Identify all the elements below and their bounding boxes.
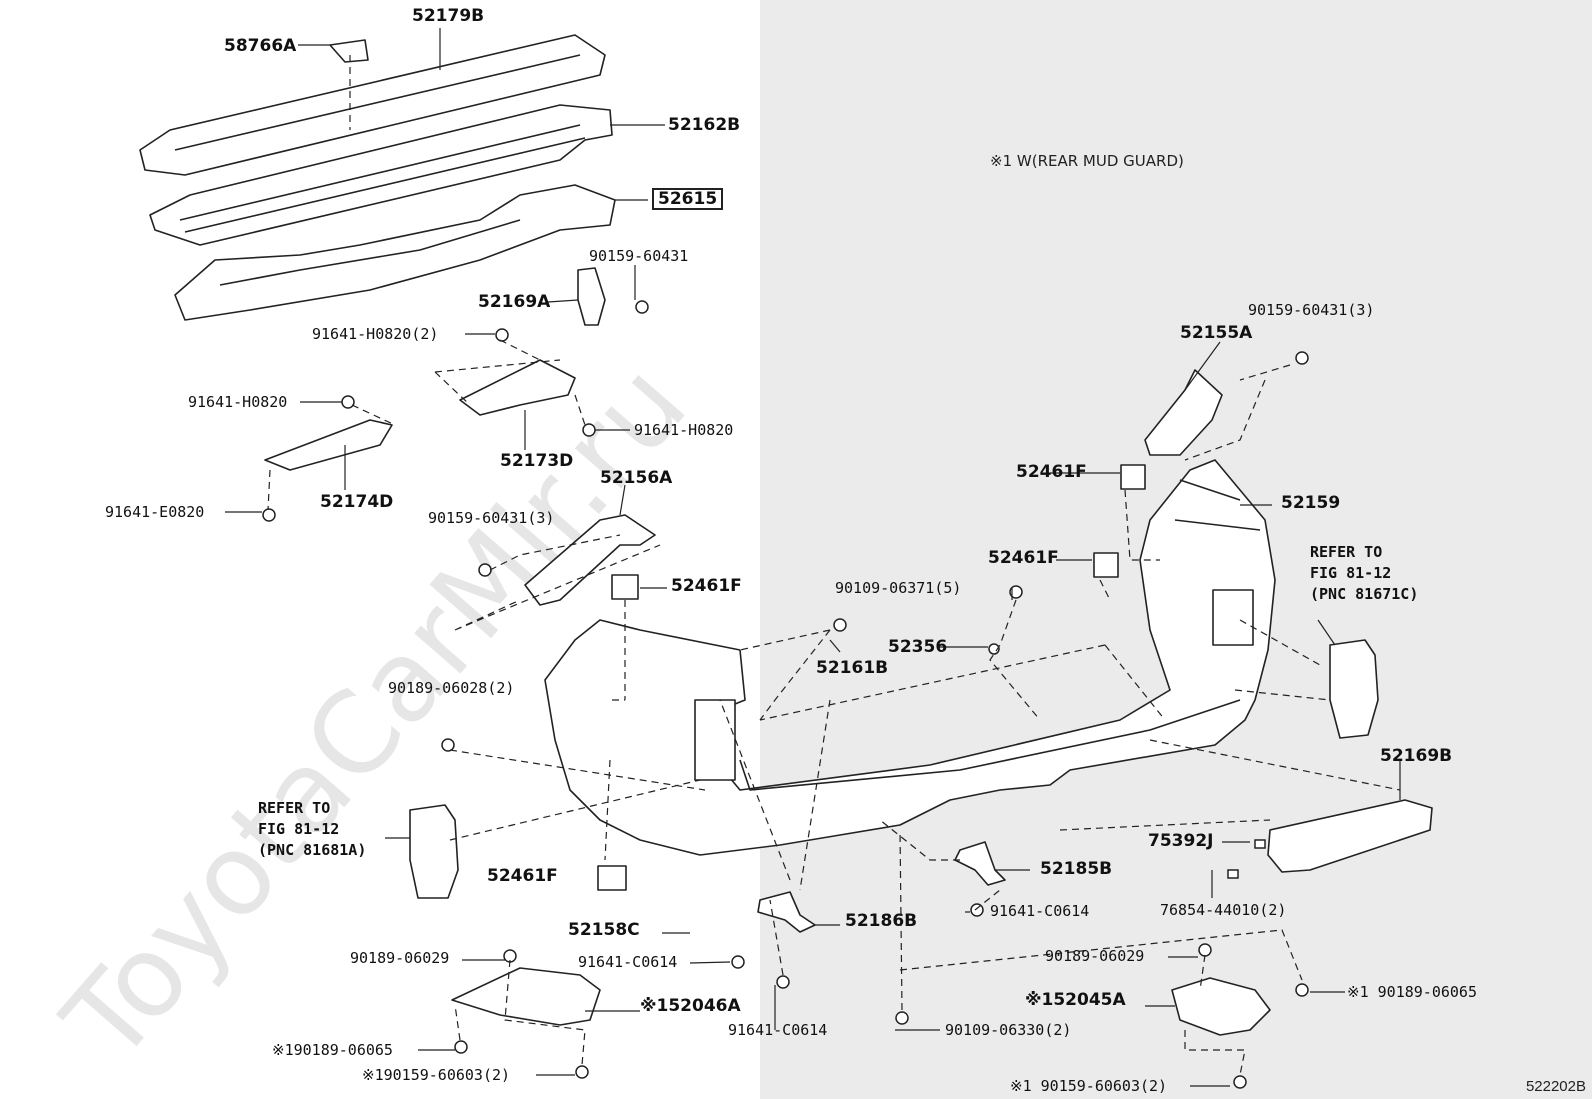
label-52173D[interactable]: 52173D (500, 451, 574, 471)
label-52461F-c[interactable]: 52461F (1016, 462, 1087, 482)
label-90159-60431-3-b[interactable]: 90159-60431(3) (1248, 301, 1375, 319)
label-52045A[interactable]: ※152045A (1025, 990, 1126, 1010)
retainer-52461F-3 (1120, 464, 1146, 490)
label-90189-06065-b[interactable]: ※1 90189-06065 (1347, 983, 1477, 1001)
part-52174D-retainer (264, 419, 393, 471)
retainer-52461F-1 (611, 574, 639, 600)
label-90159-60603-b[interactable]: ※1 90159-60603(2) (1010, 1077, 1168, 1095)
refer-right-line-3: (PNC 81671C) (1310, 585, 1419, 603)
part-52179B-reinforcement (139, 34, 606, 176)
refer-right-line-1: REFER TO (1310, 543, 1383, 561)
mudguard-note: ※1 W(REAR MUD GUARD) (990, 152, 1184, 170)
label-91641-H0820-2[interactable]: 91641-H0820(2) (312, 325, 439, 343)
part-52169B-cover (1267, 799, 1433, 873)
label-91641-H0820-a[interactable]: 91641-H0820 (188, 393, 288, 411)
label-90189-06029-b[interactable]: 90189-06029 (1045, 947, 1145, 965)
part-52162B-absorber (149, 104, 613, 246)
label-52461F-b[interactable]: 52461F (487, 866, 558, 886)
label-52159[interactable]: 52159 (1281, 493, 1341, 513)
part-52159-bumper-cover (544, 459, 1276, 856)
part-52169A-bracket (577, 267, 606, 326)
label-52356[interactable]: 52356 (888, 637, 948, 657)
refer-left-line-1: REFER TO (258, 799, 331, 817)
refer-right[interactable]: REFER TO FIG 81-12 (PNC 81671C) (1310, 542, 1418, 605)
label-90159-60431-3-a[interactable]: 90159-60431(3) (428, 509, 555, 527)
label-75392J[interactable]: 75392J (1148, 831, 1214, 851)
label-90109-06371-5[interactable]: 90109-06371(5) (835, 579, 962, 597)
part-52186B-bracket (757, 891, 816, 933)
label-52186B[interactable]: 52186B (845, 911, 918, 931)
reflector-left (409, 804, 459, 899)
part-52185B-bracket (954, 841, 1006, 886)
label-90189-06028-2[interactable]: 90189-06028(2) (388, 679, 515, 697)
retainer-52461F-4 (1093, 552, 1119, 578)
label-91641-H0820-b[interactable]: 91641-H0820 (634, 421, 734, 439)
label-91641-E0820[interactable]: 91641-E0820 (105, 503, 205, 521)
label-52174D[interactable]: 52174D (320, 492, 394, 512)
figure-number: 522202B (1525, 1078, 1586, 1095)
label-52615-highlighted[interactable]: 52615 (652, 188, 724, 210)
label-76854-44010-2[interactable]: 76854-44010(2) (1160, 901, 1287, 919)
label-90189-06065-a[interactable]: ※190189-06065 (272, 1041, 393, 1059)
refer-right-line-2: FIG 81-12 (1310, 564, 1392, 582)
refer-left[interactable]: REFER TO FIG 81-12 (PNC 81681A) (258, 798, 366, 861)
part-52155A-bracket (1144, 369, 1223, 456)
retainer-52461F-2 (597, 865, 627, 891)
label-52158C[interactable]: 52158C (568, 920, 640, 940)
refer-left-line-2: FIG 81-12 (258, 820, 340, 838)
label-58766A[interactable]: 58766A (224, 36, 297, 56)
label-90159-60603-a[interactable]: ※190159-60603(2) (362, 1066, 511, 1084)
label-52156A[interactable]: 52156A (600, 468, 673, 488)
label-52155A[interactable]: 52155A (1180, 323, 1253, 343)
label-52046A[interactable]: ※152046A (640, 996, 741, 1016)
part-52156A-bracket (524, 514, 656, 606)
label-52162B[interactable]: 52162B (668, 115, 741, 135)
label-91641-C0614-a[interactable]: 91641-C0614 (990, 902, 1090, 920)
label-90189-06029-a[interactable]: 90189-06029 (350, 949, 450, 967)
label-52461F-d[interactable]: 52461F (988, 548, 1059, 568)
part-52046A-mudguard (451, 967, 601, 1026)
part-58766A-clip (329, 39, 369, 63)
label-90109-06330-2[interactable]: 90109-06330(2) (945, 1021, 1072, 1039)
label-52461F-a[interactable]: 52461F (671, 576, 742, 596)
part-52173D-retainer (459, 359, 576, 416)
label-52179B[interactable]: 52179B (412, 6, 485, 26)
label-90159-60431[interactable]: 90159-60431 (589, 247, 689, 265)
reflector-right (1329, 639, 1379, 739)
refer-left-line-3: (PNC 81681A) (258, 841, 367, 859)
label-52169A[interactable]: 52169A (478, 292, 551, 312)
part-52045A-mudguard (1171, 977, 1271, 1036)
label-52161B[interactable]: 52161B (816, 658, 889, 678)
label-52169B[interactable]: 52169B (1380, 746, 1453, 766)
label-52185B[interactable]: 52185B (1040, 859, 1113, 879)
label-91641-C0614-c[interactable]: 91641-C0614 (728, 1021, 828, 1039)
label-91641-C0614-b[interactable]: 91641-C0614 (578, 953, 678, 971)
